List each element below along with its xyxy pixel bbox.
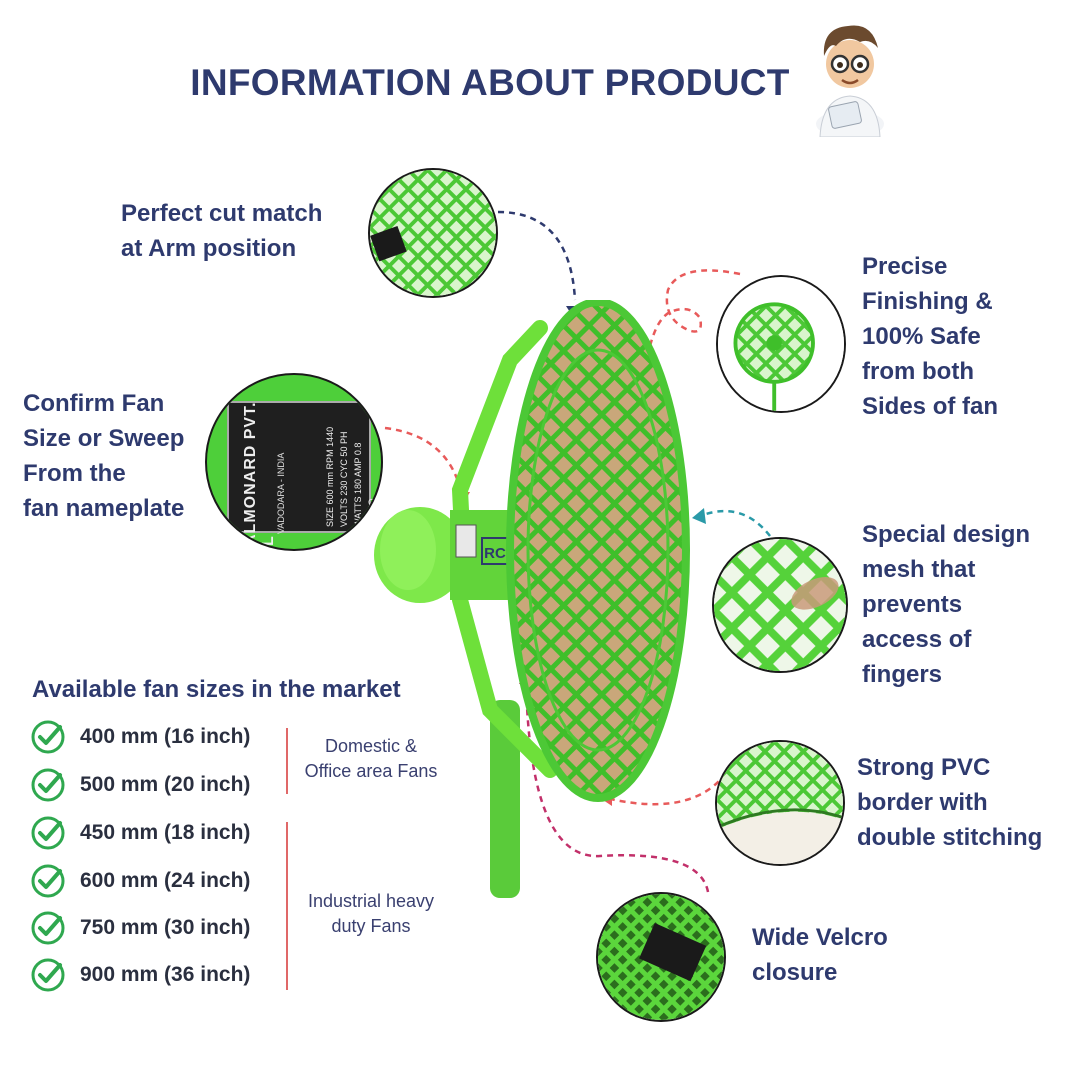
velcro-photo bbox=[596, 892, 726, 1022]
check-icon bbox=[31, 911, 65, 945]
nameplate-cell: AMP bbox=[353, 457, 363, 477]
size-item: 600 mm (24 inch) bbox=[30, 861, 290, 901]
border-photo bbox=[715, 740, 845, 866]
nameplate-srno-row: SR NO. bbox=[367, 397, 377, 527]
character-icon bbox=[816, 25, 884, 137]
finishing-photo bbox=[716, 275, 846, 413]
nameplate-volts-row: VOLTS 230 CYC 50 PH bbox=[339, 397, 349, 527]
nameplate-cell: SIZE bbox=[325, 506, 335, 527]
size-item: 450 mm (18 inch) bbox=[30, 813, 290, 853]
nameplate-watts-row: WATTS 180 AMP 0.8 bbox=[353, 397, 363, 527]
arm-cut-photo bbox=[368, 168, 498, 298]
feature-mesh: Special design mesh that prevents access… bbox=[862, 521, 1031, 688]
nameplate-city: VADODARA - INDIA bbox=[276, 452, 286, 534]
size-label: 750 mm (30 inch) bbox=[80, 916, 251, 939]
size-label: 600 mm (24 inch) bbox=[80, 869, 251, 892]
nameplate-cell: 230 bbox=[339, 480, 349, 496]
page-title: INFORMATION ABOUT PRODUCT bbox=[190, 62, 790, 103]
size-label: 400 mm (16 inch) bbox=[80, 725, 251, 748]
nameplate-cell: SR NO. bbox=[367, 495, 377, 527]
group-domestic: Domestic & Office area Fans bbox=[304, 736, 438, 781]
group-divider bbox=[286, 822, 288, 990]
check-icon bbox=[31, 816, 65, 850]
nameplate-cell: RPM bbox=[325, 449, 335, 470]
nameplate-brand: ALMONARD PVT. L bbox=[242, 401, 277, 546]
size-item: 500 mm (20 inch) bbox=[30, 765, 290, 805]
feature-border: Strong PVC border with double stitching bbox=[857, 754, 1043, 851]
group-industrial: Industrial heavy duty Fans bbox=[307, 891, 435, 936]
nameplate-cell: 50 bbox=[339, 446, 349, 457]
feature-arm-cut: Perfect cut match at Arm position bbox=[121, 200, 323, 262]
nameplate-cell: PH bbox=[339, 431, 349, 445]
check-icon bbox=[31, 720, 65, 754]
feature-finishing: Precise Finishing & 100% Safe from both … bbox=[862, 253, 999, 420]
feature-nameplate: Confirm Fan Size or Sweep From the fan n… bbox=[23, 390, 185, 522]
nameplate-cell: 600 mm bbox=[325, 471, 335, 505]
size-item: 750 mm (30 inch) bbox=[30, 908, 290, 948]
check-icon bbox=[31, 768, 65, 802]
size-item: 400 mm (16 inch) bbox=[30, 717, 290, 757]
nameplate-cell: VOLTS bbox=[339, 498, 349, 527]
fan-label: RC bbox=[484, 545, 506, 562]
check-icon bbox=[31, 864, 65, 898]
feature-velcro: Wide Velcro closure bbox=[752, 924, 888, 986]
check-icon bbox=[31, 958, 65, 992]
nameplate-cell: 0.8 bbox=[353, 442, 363, 456]
size-label: 450 mm (18 inch) bbox=[80, 821, 251, 844]
mesh-photo bbox=[712, 537, 848, 673]
size-item: 900 mm (36 inch) bbox=[30, 955, 290, 995]
nameplate-size-row: SIZE 600 mm RPM 1440 bbox=[325, 397, 335, 527]
size-label: 500 mm (20 inch) bbox=[80, 773, 251, 796]
sizes-heading: Available fan sizes in the market bbox=[32, 676, 401, 703]
nameplate-cell: 180 bbox=[353, 478, 363, 494]
nameplate-cell: WATTS bbox=[353, 496, 363, 528]
fan-image: RC bbox=[374, 300, 690, 898]
nameplate-photo: ALMONARD PVT. L VADODARA - INDIA SIZE 60… bbox=[205, 373, 383, 551]
nameplate-cell: CYC bbox=[339, 459, 349, 479]
size-label: 900 mm (36 inch) bbox=[80, 963, 251, 986]
nameplate-cell: 1440 bbox=[325, 426, 335, 447]
group-divider bbox=[286, 728, 288, 794]
